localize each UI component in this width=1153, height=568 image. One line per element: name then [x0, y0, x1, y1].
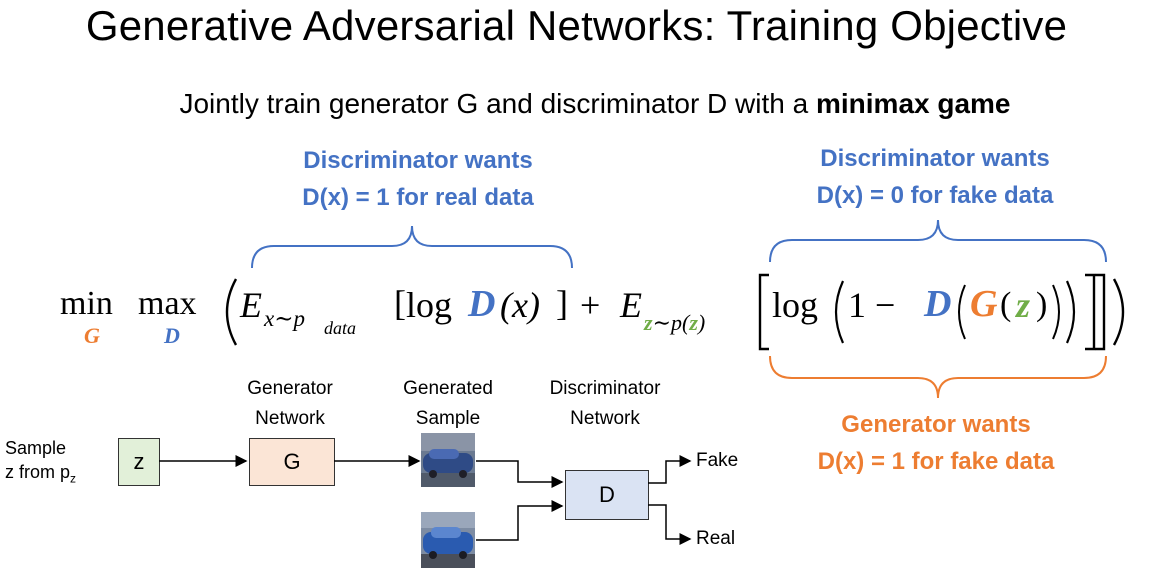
generated-label-line2: Sample — [415, 408, 481, 429]
eq-expect2: E — [620, 285, 642, 325]
annotation-disc-real-line1: Discriminator wants — [303, 147, 533, 174]
annotation-disc-fake-line1: Discriminator wants — [820, 145, 1050, 172]
eq-paren-open-3 — [958, 284, 966, 340]
eq-G: G — [970, 283, 998, 325]
eq-one-minus: 1 − — [848, 285, 896, 325]
eq-min-sub: G — [84, 323, 100, 348]
eq-bracket-open-1: [ — [394, 283, 406, 323]
annotation-disc-real: Discriminator wants D(x) = 1 for real da… — [228, 142, 608, 216]
eq-max-sub: D — [164, 323, 180, 348]
brace-disc-fake — [769, 219, 1107, 263]
brace-disc-real — [251, 225, 573, 269]
eq-log1: log — [406, 285, 453, 325]
eq-bigbracket-close — [1085, 273, 1106, 351]
annotation-disc-fake: Discriminator wants D(x) = 0 for fake da… — [745, 140, 1125, 214]
sample-label-line2: z from pz — [5, 460, 76, 491]
generator-box: G — [249, 438, 335, 486]
eq-paren-close-2 — [1065, 280, 1076, 344]
arrow-generated-to-d — [476, 460, 564, 488]
output-real-label: Real — [696, 528, 736, 549]
discriminator-box: D — [565, 470, 649, 520]
eq-expect1-subsub: data — [324, 318, 357, 338]
sample-label-text: z from p — [5, 462, 71, 482]
annotation-generator-line2: D(x) = 1 for fake data — [817, 448, 1055, 475]
slide-title: Generative Adversarial Networks: Trainin… — [85, 2, 1068, 49]
eq-expect2-sub-z2: z — [689, 310, 698, 335]
z-box: z — [118, 438, 160, 486]
discriminator-label-line1: Discriminator — [549, 378, 661, 399]
slide-subtitle: Jointly train generator G and discrimina… — [0, 88, 1153, 120]
eq-max: max — [138, 285, 197, 322]
discriminator-label: Discriminator Network — [530, 374, 680, 434]
generator-label-line1: Generator — [247, 378, 333, 399]
output-fake-label: Fake — [696, 450, 739, 471]
sample-label: Sample z from pz — [5, 436, 76, 491]
eq-D2: D — [924, 283, 952, 325]
eq-z: z — [1016, 285, 1031, 325]
eq-min: min — [60, 285, 113, 322]
eq-paren-open-4: ( — [1000, 286, 1012, 323]
arrow-real-to-d — [476, 500, 564, 541]
eq-expect2-sub-rest: ∼p( — [652, 310, 690, 335]
eq-expect1-sub: x∼p — [264, 306, 305, 331]
eq-paren-close-3 — [1052, 284, 1060, 340]
generator-label: Generator Network — [220, 374, 360, 434]
subtitle-bold: minimax game — [815, 88, 1011, 119]
annotation-disc-real-line2: D(x) = 1 for real data — [302, 184, 534, 211]
eq-bigbracket-open — [758, 273, 769, 351]
generator-label-line2: Network — [255, 408, 325, 429]
eq-log2: log — [772, 285, 819, 325]
generated-sample-image — [421, 433, 475, 487]
sample-label-sub: z — [70, 471, 77, 486]
eq-x: (x) — [500, 285, 540, 325]
eq-paren-close — [1112, 278, 1125, 346]
arrow-d-to-real — [648, 504, 692, 545]
arrow-d-to-fake — [648, 455, 692, 484]
brace-generator — [769, 355, 1107, 399]
eq-paren-open — [225, 278, 238, 346]
annotation-generator: Generator wants D(x) = 1 for fake data — [736, 406, 1136, 480]
sample-label-line1: Sample — [5, 438, 67, 458]
eq-plus: + — [580, 285, 601, 325]
annotation-disc-fake-line2: D(x) = 0 for fake data — [816, 182, 1054, 209]
eq-expect2-sub-close: ) — [697, 310, 706, 335]
eq-expect1: E — [240, 285, 262, 325]
eq-paren-open-2 — [834, 280, 845, 344]
eq-bracket-close-1: ] — [556, 283, 568, 323]
eq-expect2-sub-z: z — [644, 310, 653, 335]
eq-D1: D — [468, 283, 496, 325]
generated-label-line1: Generated — [403, 378, 493, 399]
real-sample-image — [421, 512, 475, 568]
generated-sample-label: Generated Sample — [378, 374, 518, 434]
discriminator-label-line2: Network — [570, 408, 640, 429]
eq-paren-close-4: ) — [1036, 286, 1048, 323]
annotation-generator-line1: Generator wants — [841, 411, 1031, 438]
subtitle-prefix: Jointly train generator G and discrimina… — [179, 88, 816, 119]
eq-expect2-sub: z∼p(z) — [644, 310, 705, 336]
